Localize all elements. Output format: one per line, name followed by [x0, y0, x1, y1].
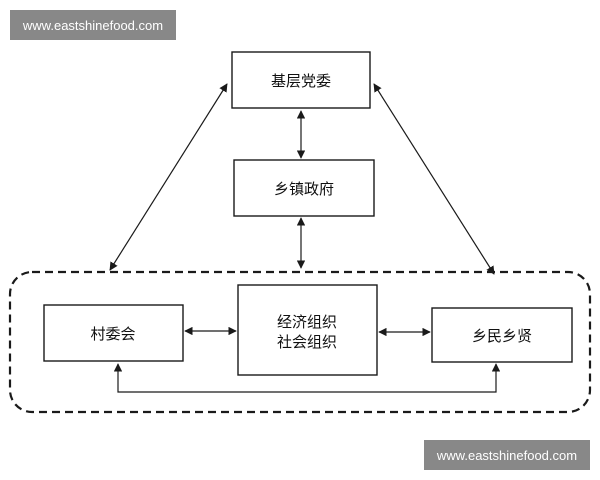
- watermark-bottom: www.eastshinefood.com: [424, 440, 590, 470]
- node-village-committee-label: 村委会: [90, 325, 135, 343]
- node-government-label: 乡镇政府: [274, 180, 334, 198]
- edge-village-villagers: [113, 363, 501, 393]
- watermark-top: www.eastshinefood.com: [10, 10, 176, 40]
- node-villagers: 乡民乡贤: [431, 307, 573, 363]
- node-village-committee: 村委会: [43, 304, 184, 362]
- grassroots-container: [8, 270, 592, 414]
- node-government: 乡镇政府: [233, 159, 375, 217]
- edge-party-container-right: [373, 83, 495, 275]
- node-org-line1: 经济组织: [277, 313, 337, 331]
- node-org-line2: 社会组织: [277, 333, 337, 351]
- edge-party-container-left: [109, 83, 228, 271]
- node-villagers-label: 乡民乡贤: [472, 327, 532, 345]
- node-party-label: 基层党委: [271, 72, 331, 90]
- node-party: 基层党委: [231, 51, 371, 109]
- node-organizations: 经济组织 社会组织: [237, 284, 378, 376]
